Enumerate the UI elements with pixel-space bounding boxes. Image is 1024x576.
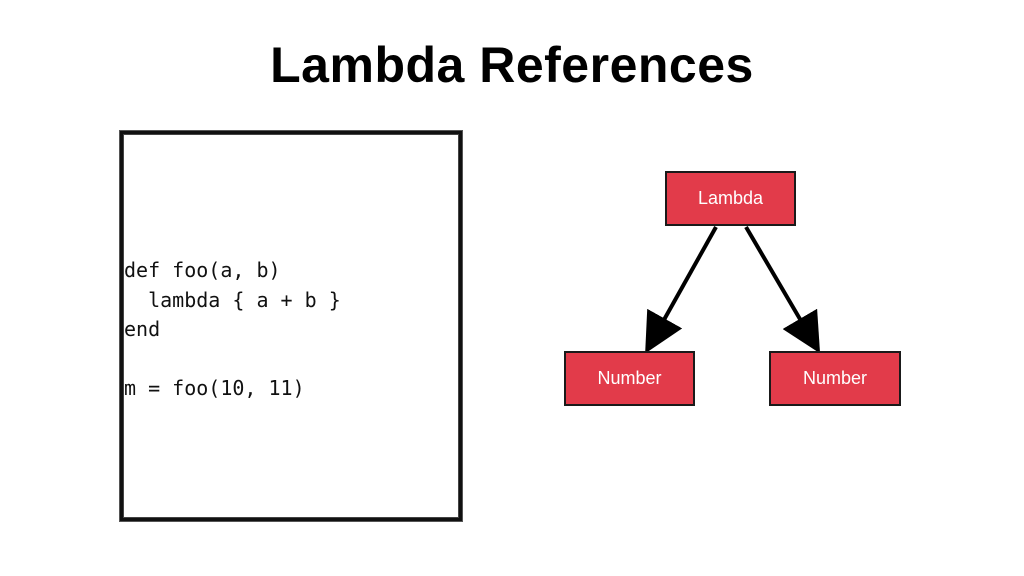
lambda-node: Lambda: [665, 171, 796, 226]
number-node-left-label: Number: [597, 368, 662, 388]
code-frame: [120, 131, 462, 521]
code-line-blank: [124, 345, 341, 375]
code-line-lambda: lambda { a + b }: [148, 287, 341, 312]
code-line-call: m = foo(10, 11): [124, 376, 305, 400]
code-line-end: end: [124, 317, 161, 341]
number-node-left: Number: [564, 351, 695, 406]
lambda-node-label: Lambda: [697, 188, 764, 208]
code-line-def: def foo(a, b): [124, 258, 281, 282]
number-node-right: Number: [769, 351, 901, 406]
code-block: def foo(a, b) lambda { a + b } end m = foo(…: [124, 256, 341, 404]
slide-title: Lambda References: [270, 37, 754, 93]
number-node-right-label: Number: [802, 368, 868, 388]
arrow-lambda-to-number-right: [744, 225, 821, 354]
arrow-lambda-to-number-left: [645, 226, 718, 354]
